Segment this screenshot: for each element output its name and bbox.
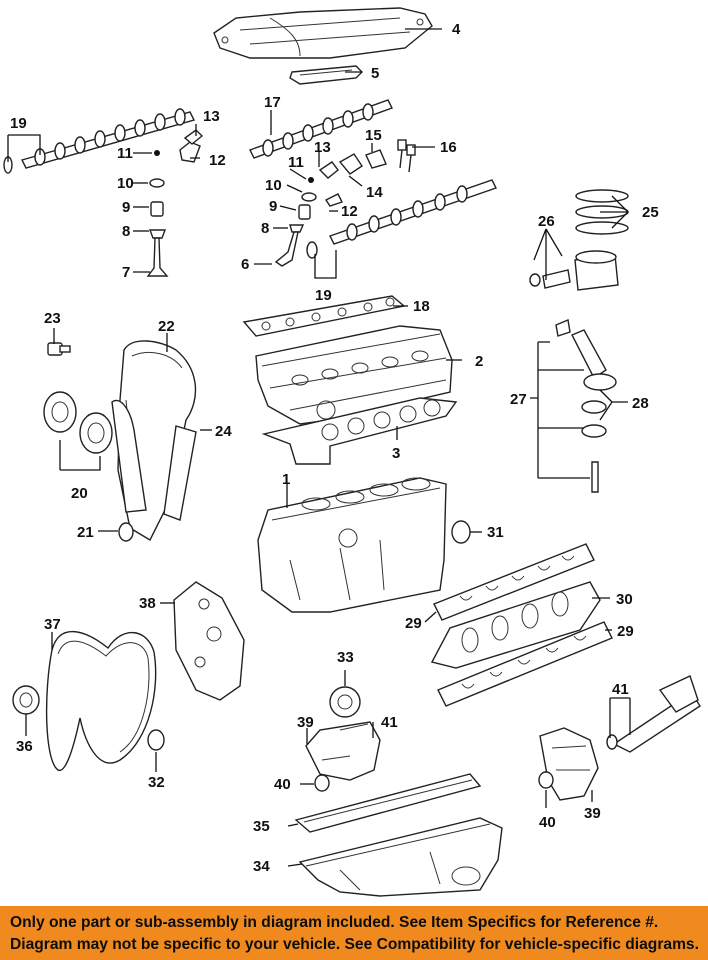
pump-sprocket-drawing [538,771,554,789]
callout-8-left: 8 [122,223,130,240]
callout-12-left: 12 [209,152,226,169]
sprockets-drawing [43,391,113,454]
timing-chain-drawing [111,340,197,541]
callout-17: 17 [264,94,281,111]
callout-31: 31 [487,524,504,541]
part-drawings [3,7,701,897]
engine-block-drawing [257,477,447,613]
head-gasket-drawing [261,397,458,465]
callout-22: 22 [158,318,175,335]
callout-35: 35 [253,818,270,835]
front-seal-drawing [118,522,134,542]
callout-19-left: 19 [10,115,27,132]
callout-11-mid: 11 [288,154,304,171]
callout-29-lower: 29 [617,623,634,640]
engine-parts-diagram: 4 5 19 13 11 12 10 9 8 7 17 11 13 15 16 … [3,7,701,897]
callout-38: 38 [139,595,156,612]
callout-4: 4 [452,21,461,38]
callout-15: 15 [365,127,382,144]
vibration-damper-drawing [329,686,361,718]
callout-40-right: 40 [539,814,556,831]
callout-32: 32 [148,774,165,791]
rear-seal-drawing [451,520,471,544]
timing-cover-drawing [173,581,245,701]
callout-14: 14 [366,184,383,201]
callout-29-upper: 29 [405,615,422,632]
callout-13-left: 13 [203,108,220,125]
callout-33: 33 [337,649,354,666]
callouts: 4 5 19 13 11 12 10 9 8 7 17 11 13 15 16 … [10,21,659,875]
callout-2: 2 [475,353,483,370]
callout-40-left: 40 [274,776,291,793]
callout-23: 23 [44,310,61,327]
callout-3: 3 [392,445,400,462]
crankshaft-drawing [430,581,601,669]
oil-pump-right-drawing [539,727,599,801]
main-bearings-upper-drawing [433,543,595,621]
camshaft-left-drawing [3,108,196,174]
valve-train-middle-drawing [274,139,416,267]
callout-7: 7 [122,264,130,281]
callout-19-mid: 19 [315,287,332,304]
camshaft-upper-drawing [249,99,393,159]
callout-24: 24 [215,423,232,440]
callout-1: 1 [282,471,290,488]
oil-pump-left-drawing [305,721,381,792]
callout-18: 18 [413,298,430,315]
drive-belt-drawing [45,631,157,771]
callout-21: 21 [77,524,94,541]
callout-12-mid: 12 [341,203,358,220]
callout-6: 6 [241,256,249,273]
callout-9-left: 9 [122,199,130,216]
callout-41-left: 41 [381,714,398,731]
callout-25: 25 [642,204,659,221]
valve-cover-drawing [213,7,433,59]
callout-9-mid: 9 [269,198,277,215]
leader-lines [7,28,631,867]
callout-10-mid: 10 [265,177,282,194]
oil-pan-gasket-drawing [294,773,482,833]
valve-cover-gasket-drawing [289,65,363,85]
timing-bolt-drawing [47,342,71,356]
callout-16: 16 [440,139,457,156]
valve-train-left-drawing [146,129,204,277]
callout-8-mid: 8 [261,220,269,237]
callout-34: 34 [253,858,270,875]
callout-13-mid: 13 [314,139,331,156]
connecting-rod-drawing [555,319,617,493]
callout-36: 36 [16,738,33,755]
oil-pan-drawing [298,817,503,897]
callout-20: 20 [71,485,88,502]
oil-pickup-drawing [606,675,701,753]
callout-10-left: 10 [117,175,134,192]
callout-37: 37 [44,616,61,633]
camshaft-lower-drawing [306,179,497,259]
callout-27: 27 [510,391,527,408]
piston-drawing [529,250,619,291]
disclaimer-line-1: Only one part or sub-assembly in diagram… [10,914,659,931]
main-bearings-lower-drawing [437,621,613,707]
disclaimer-line-2: Diagram may not be specific to your vehi… [10,936,699,953]
callout-41-right: 41 [612,681,629,698]
callout-28: 28 [632,395,649,412]
crank-seal-drawing [147,729,165,751]
disclaimer-banner: Only one part or sub-assembly in diagram… [0,906,708,960]
callout-39-left: 39 [297,714,314,731]
callout-30: 30 [616,591,633,608]
callout-26: 26 [538,213,555,230]
pulley-drawing [12,685,40,715]
callout-5: 5 [371,65,379,82]
callout-11-left: 11 [117,145,133,162]
callout-39-right: 39 [584,805,601,822]
